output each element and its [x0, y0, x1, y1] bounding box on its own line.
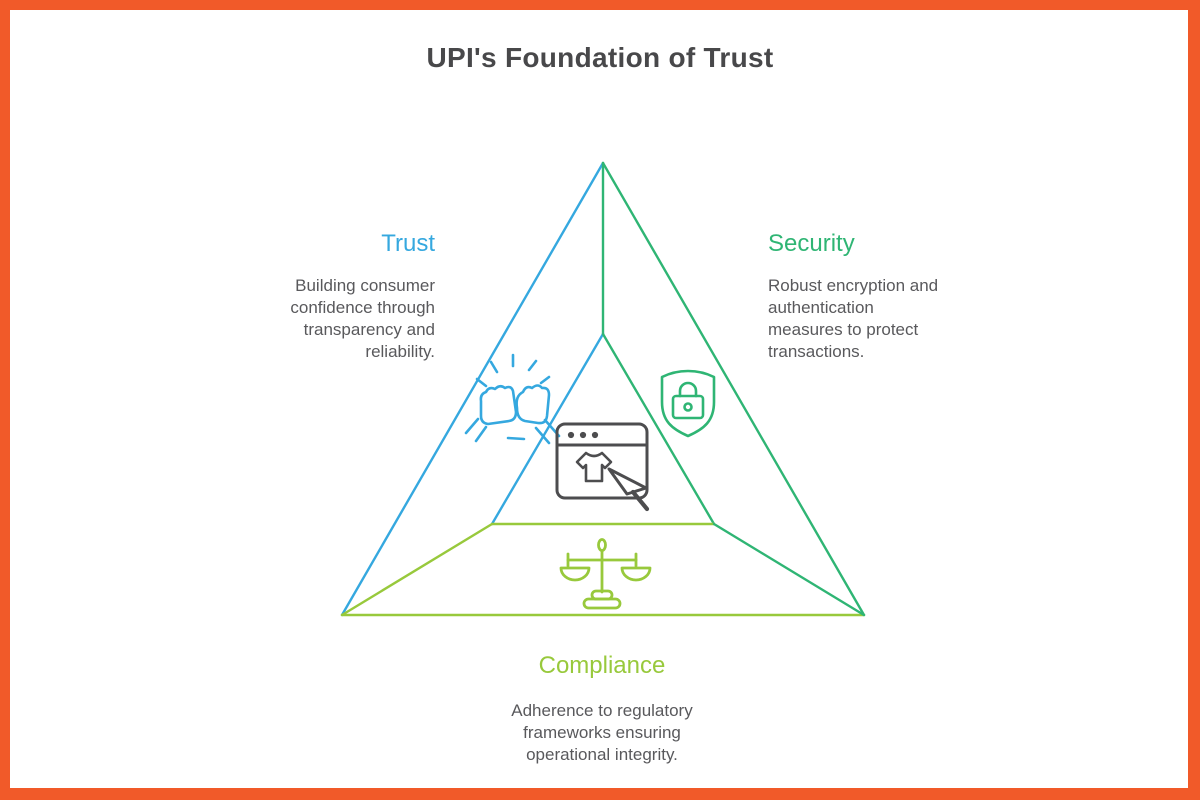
inner-left-edge — [490, 332, 605, 526]
inner-triangle — [340, 161, 866, 617]
pillar-security-description: Robust encryption and authentication mea… — [768, 276, 939, 361]
fist-bump-icon — [464, 353, 561, 445]
inner-right-edge — [601, 332, 716, 526]
pillar-compliance-label: Compliance — [538, 652, 666, 679]
pillar-security-label: Security — [768, 230, 855, 257]
outer-right-edge — [601, 161, 866, 617]
pillar-trust-label: Trust — [381, 230, 435, 257]
page-title: UPI's Foundation of Trust — [426, 42, 774, 73]
balance-scale-icon — [559, 538, 652, 610]
outer-left-edge — [340, 161, 605, 617]
outer-triangle — [340, 161, 866, 617]
page-frame — [10, 10, 1188, 788]
pillar-compliance-description: Adherence to regulatory frameworks ensur… — [511, 701, 693, 764]
pillar-trust-description: Building consumer confidence through tra… — [290, 276, 435, 361]
right-corner-connector — [712, 522, 866, 617]
left-corner-connector — [340, 522, 494, 617]
browser-click-icon — [555, 422, 650, 512]
shield-lock-icon — [660, 369, 716, 438]
